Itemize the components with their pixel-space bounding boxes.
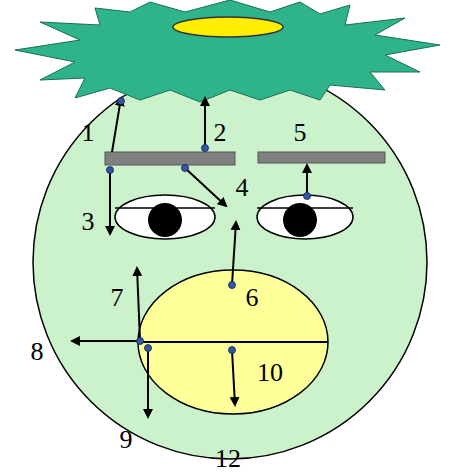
mouth bbox=[138, 270, 328, 414]
hair bbox=[15, 0, 440, 102]
right-eyelid bbox=[257, 207, 353, 209]
left-eyebrow bbox=[105, 152, 235, 165]
callout-number: 4 bbox=[236, 175, 249, 201]
left-eyelid bbox=[115, 207, 215, 209]
right-eyebrow bbox=[258, 152, 385, 163]
callout-number: 6 bbox=[246, 285, 259, 311]
mouth-line bbox=[140, 341, 328, 343]
left-eye bbox=[115, 195, 215, 239]
callout-number: 3 bbox=[82, 209, 95, 235]
callout-number: 12 bbox=[215, 446, 241, 472]
callout-number: 1 bbox=[82, 120, 95, 146]
halo-plate bbox=[173, 17, 283, 37]
callout-number: 2 bbox=[214, 120, 227, 146]
callout-number: 5 bbox=[294, 120, 307, 146]
face-outline bbox=[33, 65, 427, 459]
callout-number: 9 bbox=[120, 427, 133, 453]
callout-number: 10 bbox=[257, 360, 283, 386]
right-eye bbox=[257, 195, 353, 239]
anchor-dots bbox=[107, 98, 311, 354]
callout-number: 7 bbox=[111, 285, 124, 311]
callout-number: 8 bbox=[31, 339, 44, 365]
action-arrows bbox=[72, 98, 307, 417]
